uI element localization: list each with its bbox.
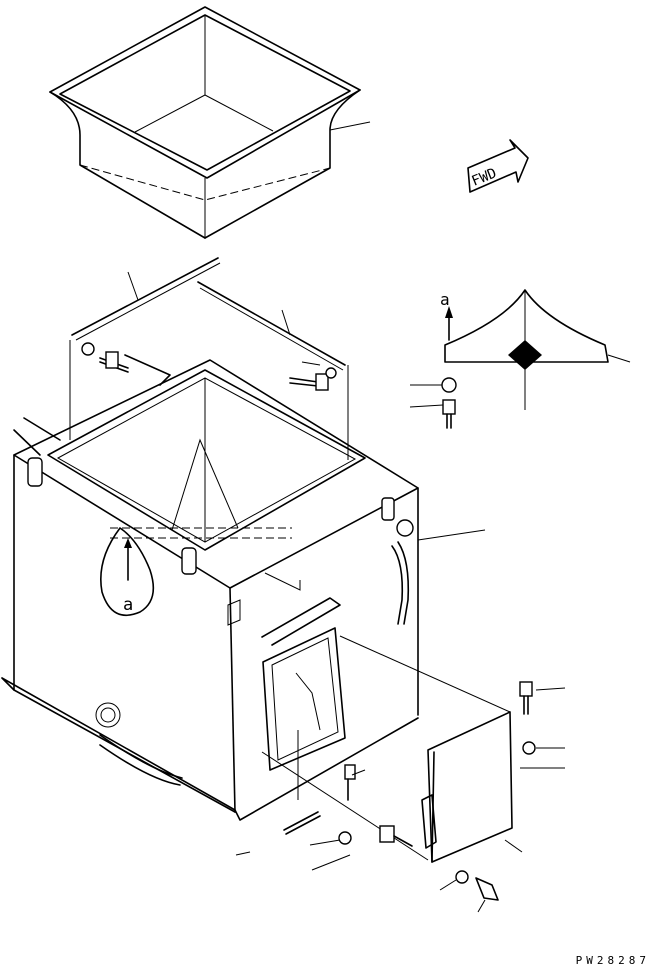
drawing-code: PW28287 xyxy=(575,954,650,967)
side-hose xyxy=(391,519,486,625)
view-a-label-body: a xyxy=(123,595,133,615)
leader-hood xyxy=(329,121,371,131)
lower-fasteners xyxy=(235,681,566,913)
view-a-callout-body: a xyxy=(100,527,155,617)
fwd-label: FWD xyxy=(470,165,499,189)
view-a-detail: a xyxy=(409,289,631,429)
top-hood xyxy=(49,6,361,239)
fwd-arrow-symbol: FWD xyxy=(467,139,529,193)
view-a-label-top: a xyxy=(440,290,450,309)
gasket-strips xyxy=(71,257,346,371)
access-door-panel xyxy=(261,635,513,863)
upper-bolts xyxy=(69,340,349,460)
main-box-body xyxy=(1,354,419,821)
